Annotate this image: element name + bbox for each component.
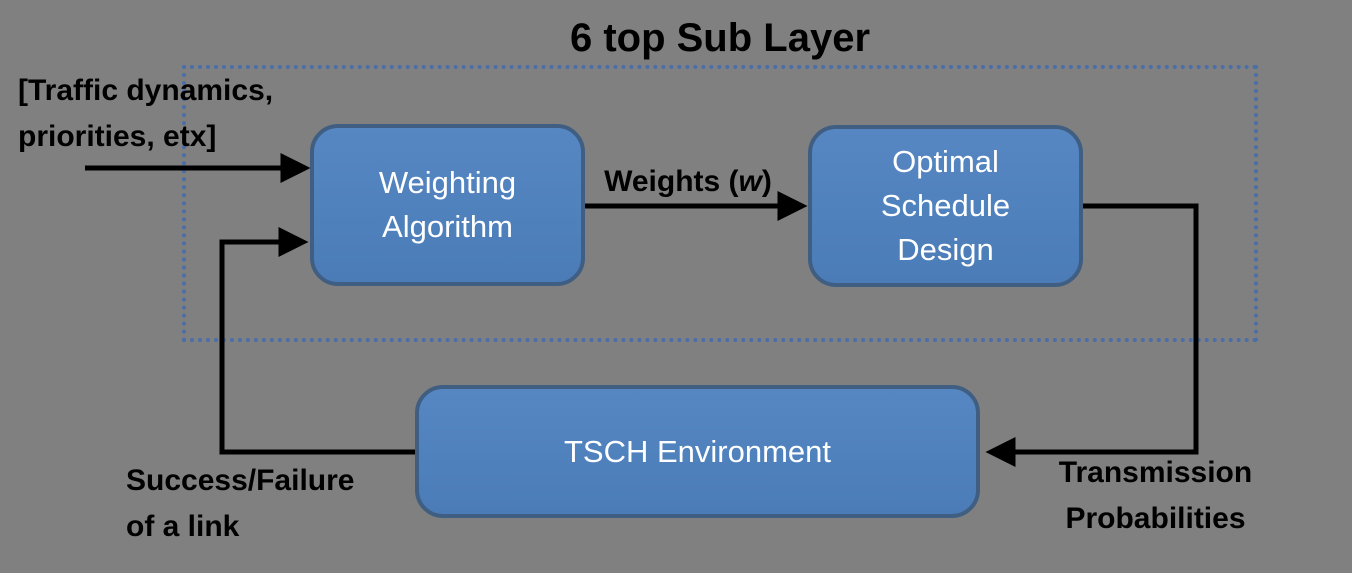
weights-label-variable: w [738,165,762,198]
diagram-title: 6 top Sub Layer [569,16,871,60]
weighting-algorithm-box: Weighting Algorithm [310,124,585,286]
traffic-dynamics-label: [Traffic dynamics, priorities, etx] [18,68,273,160]
weights-label: Weights (w) [578,165,798,199]
traffic-dynamics-label-line1: [Traffic dynamics, [18,74,274,107]
weighting-algorithm-label-line2: Algorithm [382,209,513,244]
transmission-probabilities-label: Transmission Probabilities [1038,450,1273,542]
success-failure-label: Success/Failure of a link [126,458,354,550]
optimal-schedule-label-line3: Design [897,232,994,267]
optimal-schedule-design-box: Optimal Schedule Design [808,125,1083,287]
success-failure-label-line2: of a link [126,510,240,543]
sublayer-boundary-box [182,65,1258,342]
optimal-schedule-label-line1: Optimal [892,144,999,179]
weights-label-suffix: ) [761,165,772,198]
weighting-algorithm-label-line1: Weighting [378,165,517,200]
tsch-environment-label: TSCH Environment [563,433,832,469]
weights-label-prefix: Weights ( [604,165,739,198]
success-failure-label-line1: Success/Failure [126,464,355,497]
tsch-environment-box: TSCH Environment [415,385,980,518]
traffic-dynamics-label-line2: priorities, etx] [18,120,217,153]
optimal-schedule-label-line2: Schedule [880,188,1011,223]
transmission-label-line1: Transmission [1058,456,1253,489]
transmission-label-line2: Probabilities [1065,502,1246,535]
